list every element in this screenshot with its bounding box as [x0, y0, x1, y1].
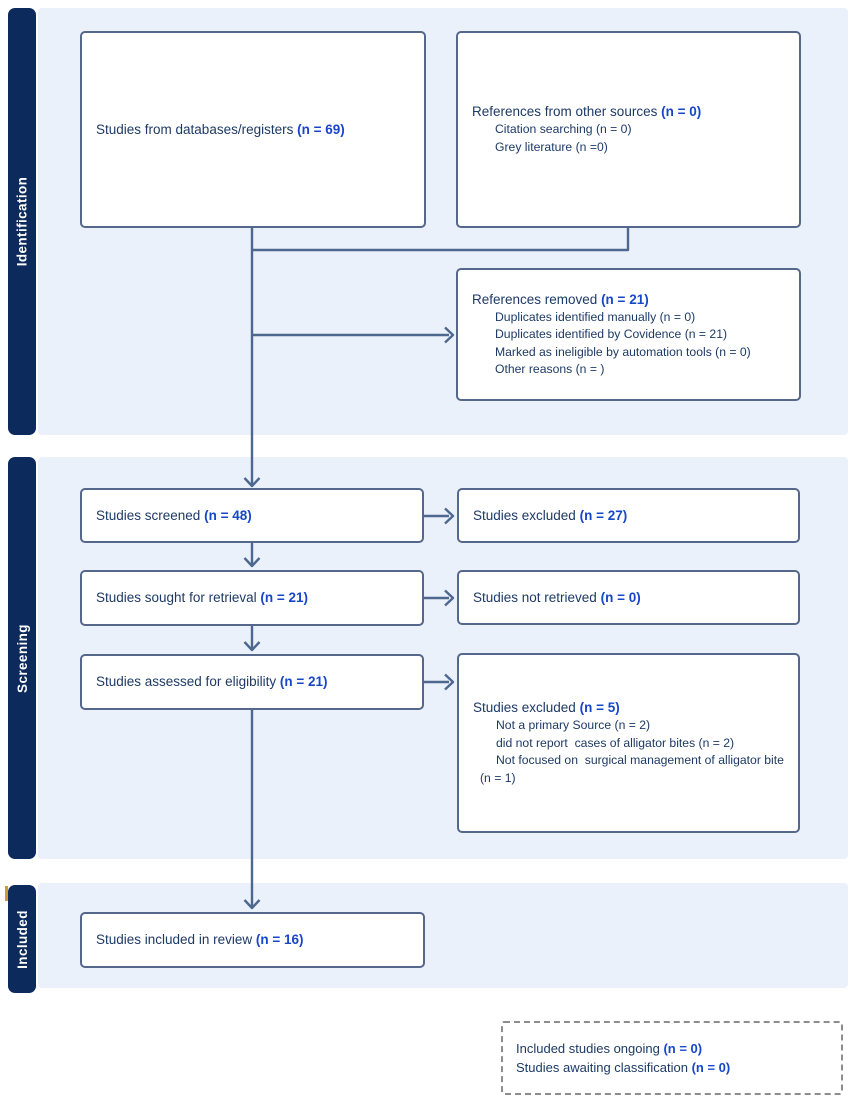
- box-main-line: Studies sought for retrieval (n = 21): [96, 589, 414, 607]
- screening-sidebar: Screening: [8, 457, 36, 859]
- box-main-line: Studies screened (n = 48): [96, 507, 414, 525]
- box-label: Studies sought for retrieval: [96, 590, 261, 605]
- box-awaiting-classification: Included studies ongoing (n = 0) Studies…: [501, 1021, 843, 1095]
- box-main-line: Studies from databases/registers (n = 69…: [96, 121, 416, 139]
- box-count: (n = 16): [255, 932, 304, 947]
- box-studies-assessed-eligibility: Studies assessed for eligibility (n = 21…: [80, 654, 424, 710]
- box-sub-line: did not report cases of alligator bites …: [496, 735, 735, 750]
- box-label: Studies awaiting classification: [516, 1060, 692, 1075]
- box-sub-line: Marked as ineligible by automation tools…: [495, 344, 751, 359]
- box-label: Studies included in review: [96, 932, 256, 947]
- identification-label: Identification: [14, 176, 30, 267]
- box-label: Studies excluded: [473, 507, 580, 523]
- box-studies-not-retrieved: Studies not retrieved (n = 0): [457, 570, 800, 625]
- box-count: (n = 5): [579, 700, 620, 715]
- box-sub-line: Citation searching (n = 0): [495, 122, 632, 136]
- box-label: Studies not retrieved: [473, 589, 601, 605]
- box-label: Studies from databases/registers: [96, 121, 298, 137]
- box-main-line: References from other sources (n = 0): [472, 103, 791, 121]
- box-studies-screened: Studies screened (n = 48): [80, 488, 424, 543]
- box-main-line: Included studies ongoing (n = 0): [516, 1039, 841, 1058]
- box-count: (n = 21): [260, 590, 308, 605]
- box-main-line: References removed (n = 21): [472, 291, 791, 309]
- box-label: Included studies ongoing: [516, 1041, 664, 1056]
- box-main-line: Studies excluded (n = 27): [473, 507, 790, 525]
- box-main-line: Studies awaiting classification (n = 0): [516, 1058, 841, 1077]
- box-count: (n = 48): [204, 507, 252, 523]
- screening-label: Screening: [14, 623, 30, 693]
- box-sub-line: Duplicates identified manually (n = 0): [495, 309, 696, 324]
- box-label: References from other sources: [472, 104, 662, 119]
- box-references-removed: References removed (n = 21) Duplicates i…: [456, 268, 801, 401]
- box-sub-line: Grey literature (n =0): [495, 139, 608, 154]
- identification-sidebar: Identification: [8, 8, 36, 435]
- included-sidebar: Included: [8, 885, 36, 993]
- box-count: (n = 0): [691, 1060, 731, 1075]
- box-studies-included-review: Studies included in review (n = 16): [80, 912, 425, 968]
- box-references-other-sources: References from other sources (n = 0) Ci…: [456, 31, 801, 228]
- box-sub-line: Duplicates identified by Covidence (n = …: [495, 327, 728, 341]
- stray-cursor-mark: [5, 886, 8, 901]
- box-studies-excluded-eligibility: Studies excluded (n = 5) Not a primary S…: [457, 653, 800, 833]
- box-main-line: Studies included in review (n = 16): [96, 931, 415, 949]
- box-count: (n = 27): [579, 507, 628, 523]
- box-count: (n = 0): [600, 589, 641, 605]
- box-studies-excluded-screening: Studies excluded (n = 27): [457, 488, 800, 543]
- box-main-line: Studies assessed for eligibility (n = 21…: [96, 673, 414, 691]
- box-studies-sought-retrieval: Studies sought for retrieval (n = 21): [80, 570, 424, 626]
- included-label: Included: [14, 909, 30, 969]
- box-label: Studies assessed for eligibility: [96, 674, 280, 689]
- box-sub-line: Not focused on surgical management of al…: [480, 753, 788, 785]
- box-count: (n = 21): [279, 674, 328, 689]
- box-studies-from-databases: Studies from databases/registers (n = 69…: [80, 31, 426, 228]
- box-count: (n = 21): [601, 291, 649, 307]
- box-main-line: Studies not retrieved (n = 0): [473, 589, 790, 607]
- box-count: (n = 69): [297, 121, 345, 137]
- box-count: (n = 0): [661, 104, 702, 119]
- box-label: Studies screened: [96, 507, 205, 523]
- box-label: Studies excluded: [473, 700, 580, 715]
- box-count: (n = 0): [663, 1041, 703, 1056]
- box-main-line: Studies excluded (n = 5): [473, 699, 790, 717]
- box-sub-line: Not a primary Source (n = 2): [496, 718, 651, 732]
- box-sub-line: Other reasons (n = ): [495, 362, 605, 376]
- box-label: References removed: [472, 291, 602, 307]
